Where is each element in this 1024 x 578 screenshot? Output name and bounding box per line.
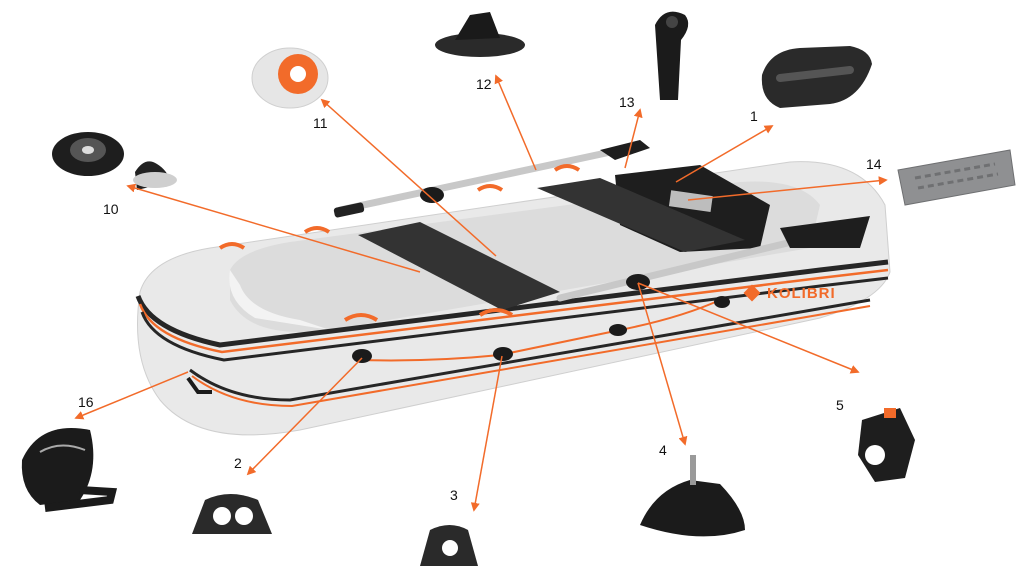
callout-2: 2 (234, 455, 242, 471)
callout-5: 5 (836, 397, 844, 413)
leader-lines (74, 74, 888, 512)
inflatable-boat: KOLIBRI (135, 140, 891, 436)
brand-logo: KOLIBRI (743, 284, 836, 302)
leader-4 (637, 282, 688, 446)
leader-5 (637, 282, 860, 374)
leader-3 (470, 355, 503, 512)
callout-12: 12 (476, 76, 492, 92)
leader-14 (687, 176, 888, 201)
oar-left-grip (333, 202, 365, 218)
transom-plate-mount (668, 190, 713, 212)
valve-icon (52, 132, 177, 190)
tube-handle (343, 313, 379, 322)
oar-left-shaft (336, 146, 624, 214)
tube-handle (303, 226, 331, 234)
callout-3: 3 (450, 487, 458, 503)
callout-4: 4 (659, 442, 667, 458)
front-bench (358, 222, 560, 310)
callout-13: 13 (619, 94, 635, 110)
oar-blade-icon (655, 11, 689, 101)
hull-stripe-dark-2 (140, 276, 889, 362)
handle-icon (761, 46, 872, 108)
tube-handle (478, 308, 514, 317)
leader-12 (494, 74, 537, 171)
callout-numbers: 1 2 3 4 5 10 11 12 13 14 16 (78, 76, 882, 503)
drain-valve-icon (251, 47, 329, 109)
leader-1 (675, 125, 774, 183)
tube-handle (553, 164, 581, 172)
oarlock-mount-icon (435, 12, 525, 57)
callout-11: 11 (313, 115, 328, 131)
callout-1: 1 (750, 108, 758, 124)
callout-14: 14 (866, 156, 882, 172)
oar-right-shaft (556, 236, 804, 302)
hull-stripe-orange (138, 268, 889, 354)
leader-11 (320, 98, 497, 257)
oar-left-blade (600, 140, 650, 160)
oar-right-blade (780, 216, 870, 248)
hull-stripe-bottom (189, 298, 871, 402)
rope-holder-2 (493, 347, 513, 361)
callout-16: 16 (78, 394, 94, 410)
bow-handle-icon (21, 428, 118, 512)
side-oarlock (626, 274, 650, 290)
rope-holder-3 (609, 324, 627, 336)
rope-holder-icon-3 (420, 525, 478, 566)
callout-10: 10 (103, 201, 119, 217)
rear-bench (537, 178, 745, 252)
inner-tube (229, 270, 330, 330)
tube-handle (218, 242, 246, 250)
transom-plate-icon (897, 149, 1016, 206)
leader-10 (126, 183, 421, 273)
oarlock-top (420, 187, 444, 203)
rope-holder-4 (714, 296, 730, 308)
leader-2 (246, 357, 363, 476)
tube-handle (476, 184, 504, 192)
hull-stripe-bottom-orange (191, 305, 871, 408)
oar-clamp-icon (858, 408, 915, 482)
brand-name: KOLIBRI (767, 285, 836, 302)
logo-diamond (743, 284, 761, 302)
rope-holder-1 (352, 349, 372, 363)
bow-handle-mount (186, 376, 212, 394)
leader-16 (74, 371, 189, 420)
rope-holder-icon-2 (192, 494, 272, 534)
leader-13 (624, 108, 643, 169)
hull-stripe-dark (135, 259, 889, 348)
oarlock-icon (640, 455, 745, 537)
